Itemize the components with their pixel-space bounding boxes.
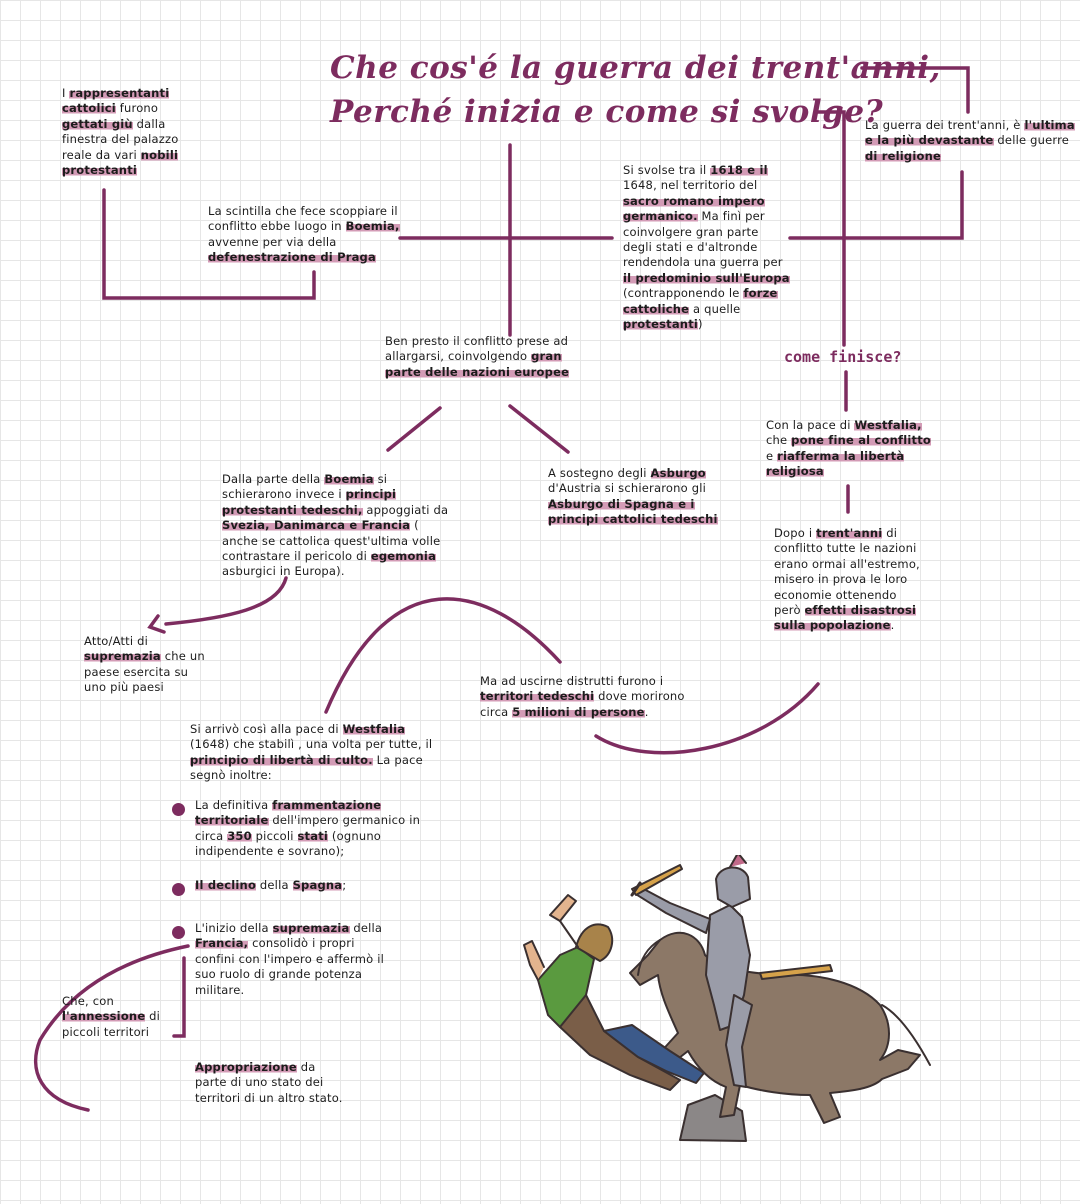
come-finisce-heading: come finisce? <box>784 348 902 366</box>
arc-distrutti-dopo <box>594 682 820 755</box>
arc-arrowhead <box>147 614 166 634</box>
note-cattolici: I rappresentanti cattolici furono gettat… <box>62 86 179 178</box>
bullet-2-icon <box>172 883 185 896</box>
arc-pace-distrutti <box>324 597 562 714</box>
note-dopo: Dopo i trent'anni di conflitto tutte le … <box>774 526 920 633</box>
line-title2-to-finisce <box>816 110 846 347</box>
arc-boemia-to-atto <box>164 576 288 626</box>
page-title: Che cos'é la guerra dei trent'anni, Perc… <box>330 46 941 134</box>
note-bullet-frammentazione: La definitiva frammentazione territorial… <box>195 798 421 859</box>
line-to-asburgo <box>508 404 570 454</box>
note-scintilla: La scintilla che fece scoppiare il confl… <box>208 204 400 265</box>
note-atto: Atto/Atti di supremazia che un paese ese… <box>84 634 205 695</box>
title-line-2: Perché inizia e come si svolge? <box>330 94 884 130</box>
note-svolse: Si svolse tra il 1618 e il 1648, nel ter… <box>623 163 790 332</box>
bullet-1-icon <box>172 803 185 816</box>
note-appropriazione: Appropriazione da parte di uno stato dei… <box>195 1060 343 1105</box>
note-boemia: Dalla parte della Boemia si schierarono … <box>222 472 449 579</box>
note-bullet-spagna: Il declino della Spagna; <box>195 878 347 892</box>
note-asburgo: A sostegno degli Asburgo d'Austria si sc… <box>548 466 718 527</box>
line-to-boemia <box>386 406 442 452</box>
note-westfalia-fine: Con la pace di Westfalia, che pone fine … <box>766 418 932 479</box>
line-annessione-tick <box>172 956 186 1038</box>
line-svolse-to-devastante <box>788 170 964 240</box>
note-devastante: La guerra dei trent'anni, è l'ultima e l… <box>865 118 1075 163</box>
note-allargarsi: Ben presto il conflitto prese ad allarga… <box>385 334 570 379</box>
note-pace: Si arrivò così alla pace di Westfalia (1… <box>190 722 433 783</box>
line-cattolici-to-scintilla <box>102 188 316 300</box>
arc-annessione <box>34 944 190 1112</box>
note-distrutti: Ma ad uscirne distrutti furono i territo… <box>480 674 685 719</box>
line-title-to-devastante <box>860 66 970 114</box>
bullet-3-icon <box>172 926 185 939</box>
knight-on-horse-striking-peasant <box>523 855 931 1142</box>
title-line-1: Che cos'é la guerra dei trent'anni, <box>330 50 941 86</box>
note-annessione: Che, con l'annessione di piccoli territo… <box>62 994 161 1039</box>
note-bullet-francia: L'inizio della supremazia della Francia,… <box>195 921 384 997</box>
